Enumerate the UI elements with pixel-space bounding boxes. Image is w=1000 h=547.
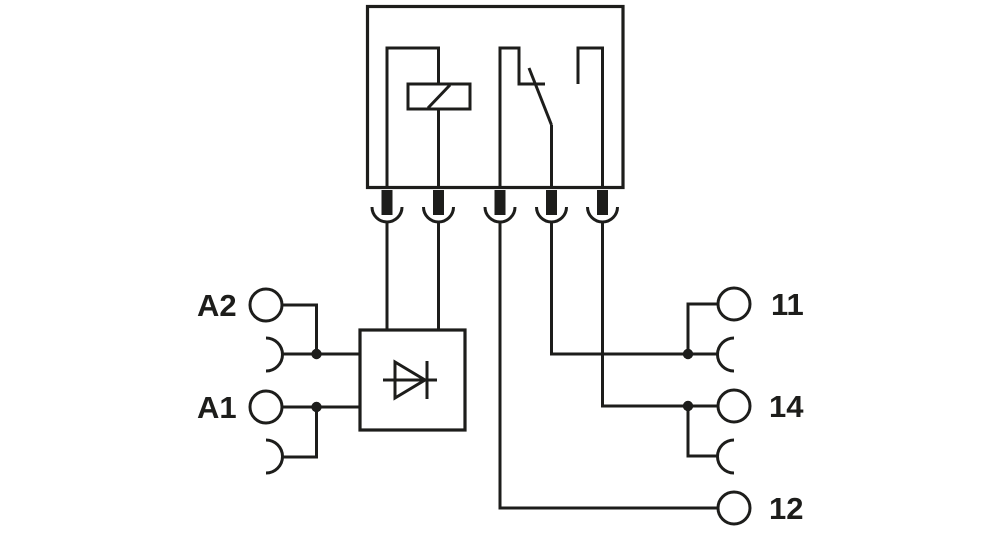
input-diode-block: [358, 328, 467, 432]
terminal-12-screw-icon: [716, 490, 752, 526]
terminal-a2: A2: [197, 287, 360, 373]
junction-dot-11: [682, 348, 694, 360]
contact-nc-branch: [498, 46, 545, 187]
junction-dot-a1: [311, 401, 322, 413]
terminal-11-screw-icon: [716, 286, 752, 322]
plug-contacts: [370, 190, 619, 224]
plug-socket-icon: [535, 206, 568, 224]
plug-contact-3: [483, 190, 517, 224]
wire-11-branch: [686, 302, 718, 354]
terminal-12-label: 12: [769, 491, 803, 526]
diode-icon: [383, 359, 437, 401]
wire-to-terminal-12: [498, 222, 718, 510]
terminal-a1-screw-icon: [248, 389, 284, 425]
terminal-14-bridge-socket-icon: [716, 438, 735, 475]
terminal-14: 14: [716, 388, 804, 475]
terminal-a2-screw-icon: [248, 287, 284, 323]
terminal-12: 12: [716, 490, 803, 526]
terminal-14-label: 14: [769, 389, 804, 424]
plug-pin-icon: [381, 190, 393, 215]
terminal-a1-label: A1: [197, 390, 237, 425]
plug-socket-icon: [586, 206, 619, 224]
wiring: [385, 222, 718, 510]
plug-contact-2: [422, 190, 455, 224]
terminal-a1: A1: [197, 389, 360, 475]
plug-pin-icon: [494, 190, 506, 215]
terminal-a1-bridge-wire: [282, 407, 318, 459]
terminal-a1-bridge-socket-icon: [265, 438, 284, 475]
junction-dot-a2: [311, 348, 322, 360]
coil-wire-left: [385, 46, 440, 187]
plug-contact-1: [370, 190, 404, 224]
plug-socket-icon: [370, 206, 404, 224]
diode-triangle: [393, 359, 428, 401]
wire-to-terminal-11: [550, 222, 718, 356]
wire-to-terminal-14: [601, 222, 718, 408]
input-block-outline: [358, 328, 467, 432]
relay-coil-symbol: [385, 46, 472, 187]
plug-pin-icon: [433, 190, 444, 215]
terminal-a2-label: A2: [197, 288, 237, 323]
plug-socket-icon: [422, 206, 455, 224]
contact-blade: [527, 67, 553, 126]
terminal-11-label: 11: [771, 287, 804, 322]
plug-pin-icon: [546, 190, 557, 215]
relay-module: [365, 4, 625, 190]
terminal-11: 11: [716, 286, 804, 373]
terminal-a2-wire: [282, 303, 318, 354]
plug-contact-5: [586, 190, 619, 224]
contact-no-branch: [576, 46, 604, 187]
plug-socket-icon: [483, 206, 517, 224]
module-outline: [365, 4, 625, 190]
coil-diagonal: [426, 83, 452, 110]
wire-14-branch: [686, 406, 718, 458]
terminal-14-screw-icon: [716, 388, 752, 424]
plug-contact-4: [535, 190, 568, 224]
plug-pin-icon: [597, 190, 608, 215]
changeover-contact-symbol: [498, 46, 604, 187]
terminal-11-bridge-socket-icon: [716, 336, 735, 373]
terminal-a2-bridge-socket-icon: [265, 336, 284, 373]
junction-dot-14: [682, 400, 694, 412]
